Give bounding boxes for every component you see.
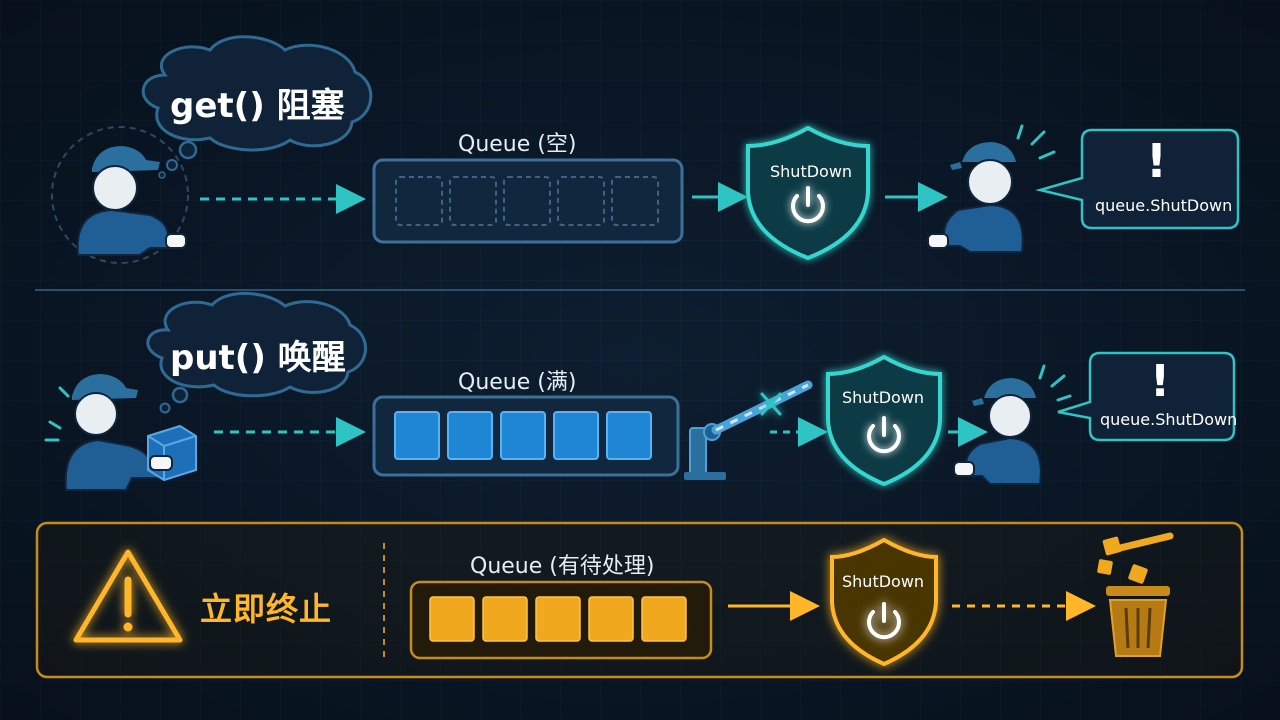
trash-can-icon xyxy=(1097,532,1174,657)
person-icon xyxy=(64,374,161,491)
barrier-gate-icon xyxy=(684,380,813,480)
shutdown-label: ShutDown xyxy=(770,162,853,181)
immediate-stop-label: 立即终止 xyxy=(200,590,333,628)
callout-label: queue.ShutDown xyxy=(1100,410,1238,429)
get-blocked-label: get() 阻塞 xyxy=(170,86,345,126)
waiting-ring xyxy=(51,126,189,264)
power-icon xyxy=(867,602,901,640)
alert-icon xyxy=(1038,364,1072,402)
queue-full-label: Queue (满) xyxy=(458,370,577,395)
person-icon xyxy=(953,378,1042,485)
power-icon xyxy=(791,186,825,224)
alert-icon xyxy=(44,386,70,442)
put-wakeup-label: put() 唤醒 xyxy=(170,338,346,378)
thought-bubble-icon xyxy=(141,35,373,179)
alert-mark: ! xyxy=(1146,134,1167,188)
person-icon xyxy=(76,146,187,256)
package-box-icon xyxy=(147,424,197,482)
thought-bubble-icon xyxy=(146,292,367,414)
warning-triangle-icon xyxy=(73,549,183,643)
callout-label: queue.ShutDown xyxy=(1095,196,1233,215)
power-icon xyxy=(867,416,901,454)
callout-bubble xyxy=(1057,351,1236,442)
queue-pending-label: Queue (有待处理) xyxy=(470,554,655,579)
alert-icon xyxy=(1016,124,1056,160)
shutdown-label: ShutDown xyxy=(842,572,925,591)
alert-mark: ! xyxy=(1150,356,1171,407)
callout-bubble xyxy=(1035,128,1240,230)
queue-pending xyxy=(409,580,713,660)
shutdown-label: ShutDown xyxy=(842,388,925,407)
queue-full xyxy=(372,395,680,477)
queue-empty xyxy=(372,158,684,244)
person-icon xyxy=(927,142,1024,253)
queue-empty-label: Queue (空) xyxy=(458,132,577,157)
